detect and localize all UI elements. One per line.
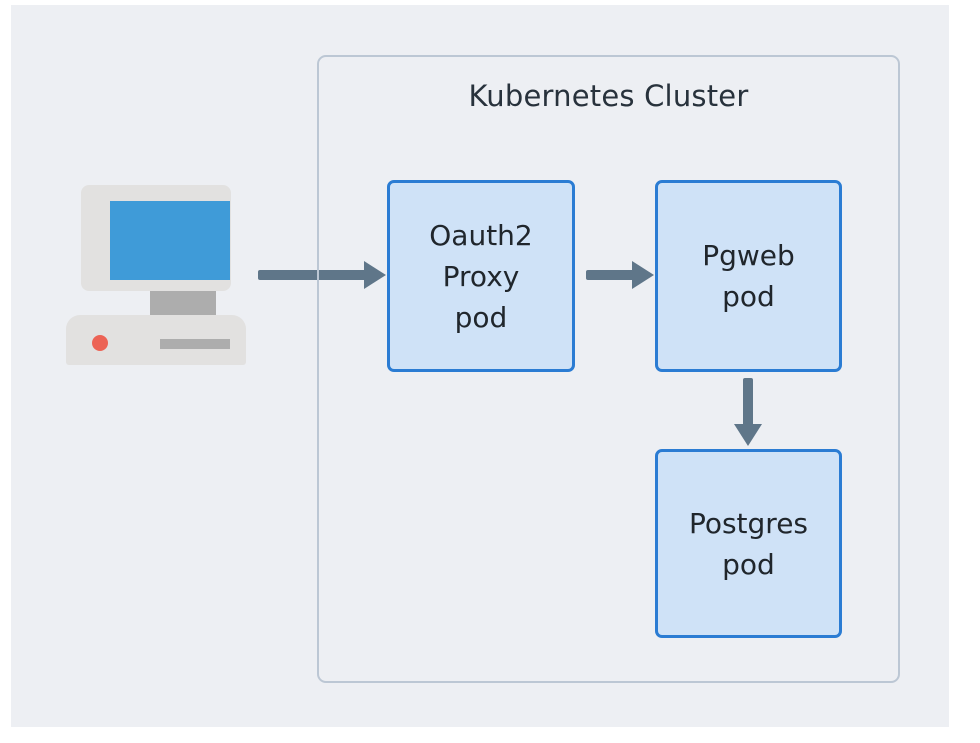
arrow-head [632, 261, 654, 289]
arrow-shaft [586, 270, 634, 280]
node-label-line: pod [722, 547, 775, 581]
power-led-icon [92, 335, 108, 351]
disk-drive-slot-icon [160, 339, 230, 349]
arrow-head [364, 261, 386, 289]
node-pgweb-pod[interactable]: Pgweb pod [655, 180, 842, 372]
monitor-screen-icon [110, 201, 230, 280]
arrow-head [734, 424, 762, 446]
arrow-shaft [258, 270, 366, 280]
node-label-line: pod [454, 300, 508, 334]
node-postgres-pod[interactable]: Postgres pod [655, 449, 842, 638]
computer-base-icon [66, 315, 246, 365]
node-oauth2-proxy-pod[interactable]: Oauth2 Proxy pod [387, 180, 575, 372]
node-label-line: Proxy [442, 259, 520, 293]
node-label-line: Oauth2 [429, 218, 533, 252]
kubernetes-cluster-boundary [317, 55, 900, 683]
arrow-shaft [743, 378, 753, 426]
node-label-line: Postgres [688, 506, 809, 540]
node-label-line: pod [722, 280, 775, 313]
monitor-stand-icon [150, 291, 216, 317]
client-computer-icon [66, 185, 246, 365]
monitor-case-icon [81, 185, 231, 291]
node-label-line: Pgweb [702, 239, 795, 272]
kubernetes-cluster-title: Kubernetes Cluster [468, 79, 749, 113]
